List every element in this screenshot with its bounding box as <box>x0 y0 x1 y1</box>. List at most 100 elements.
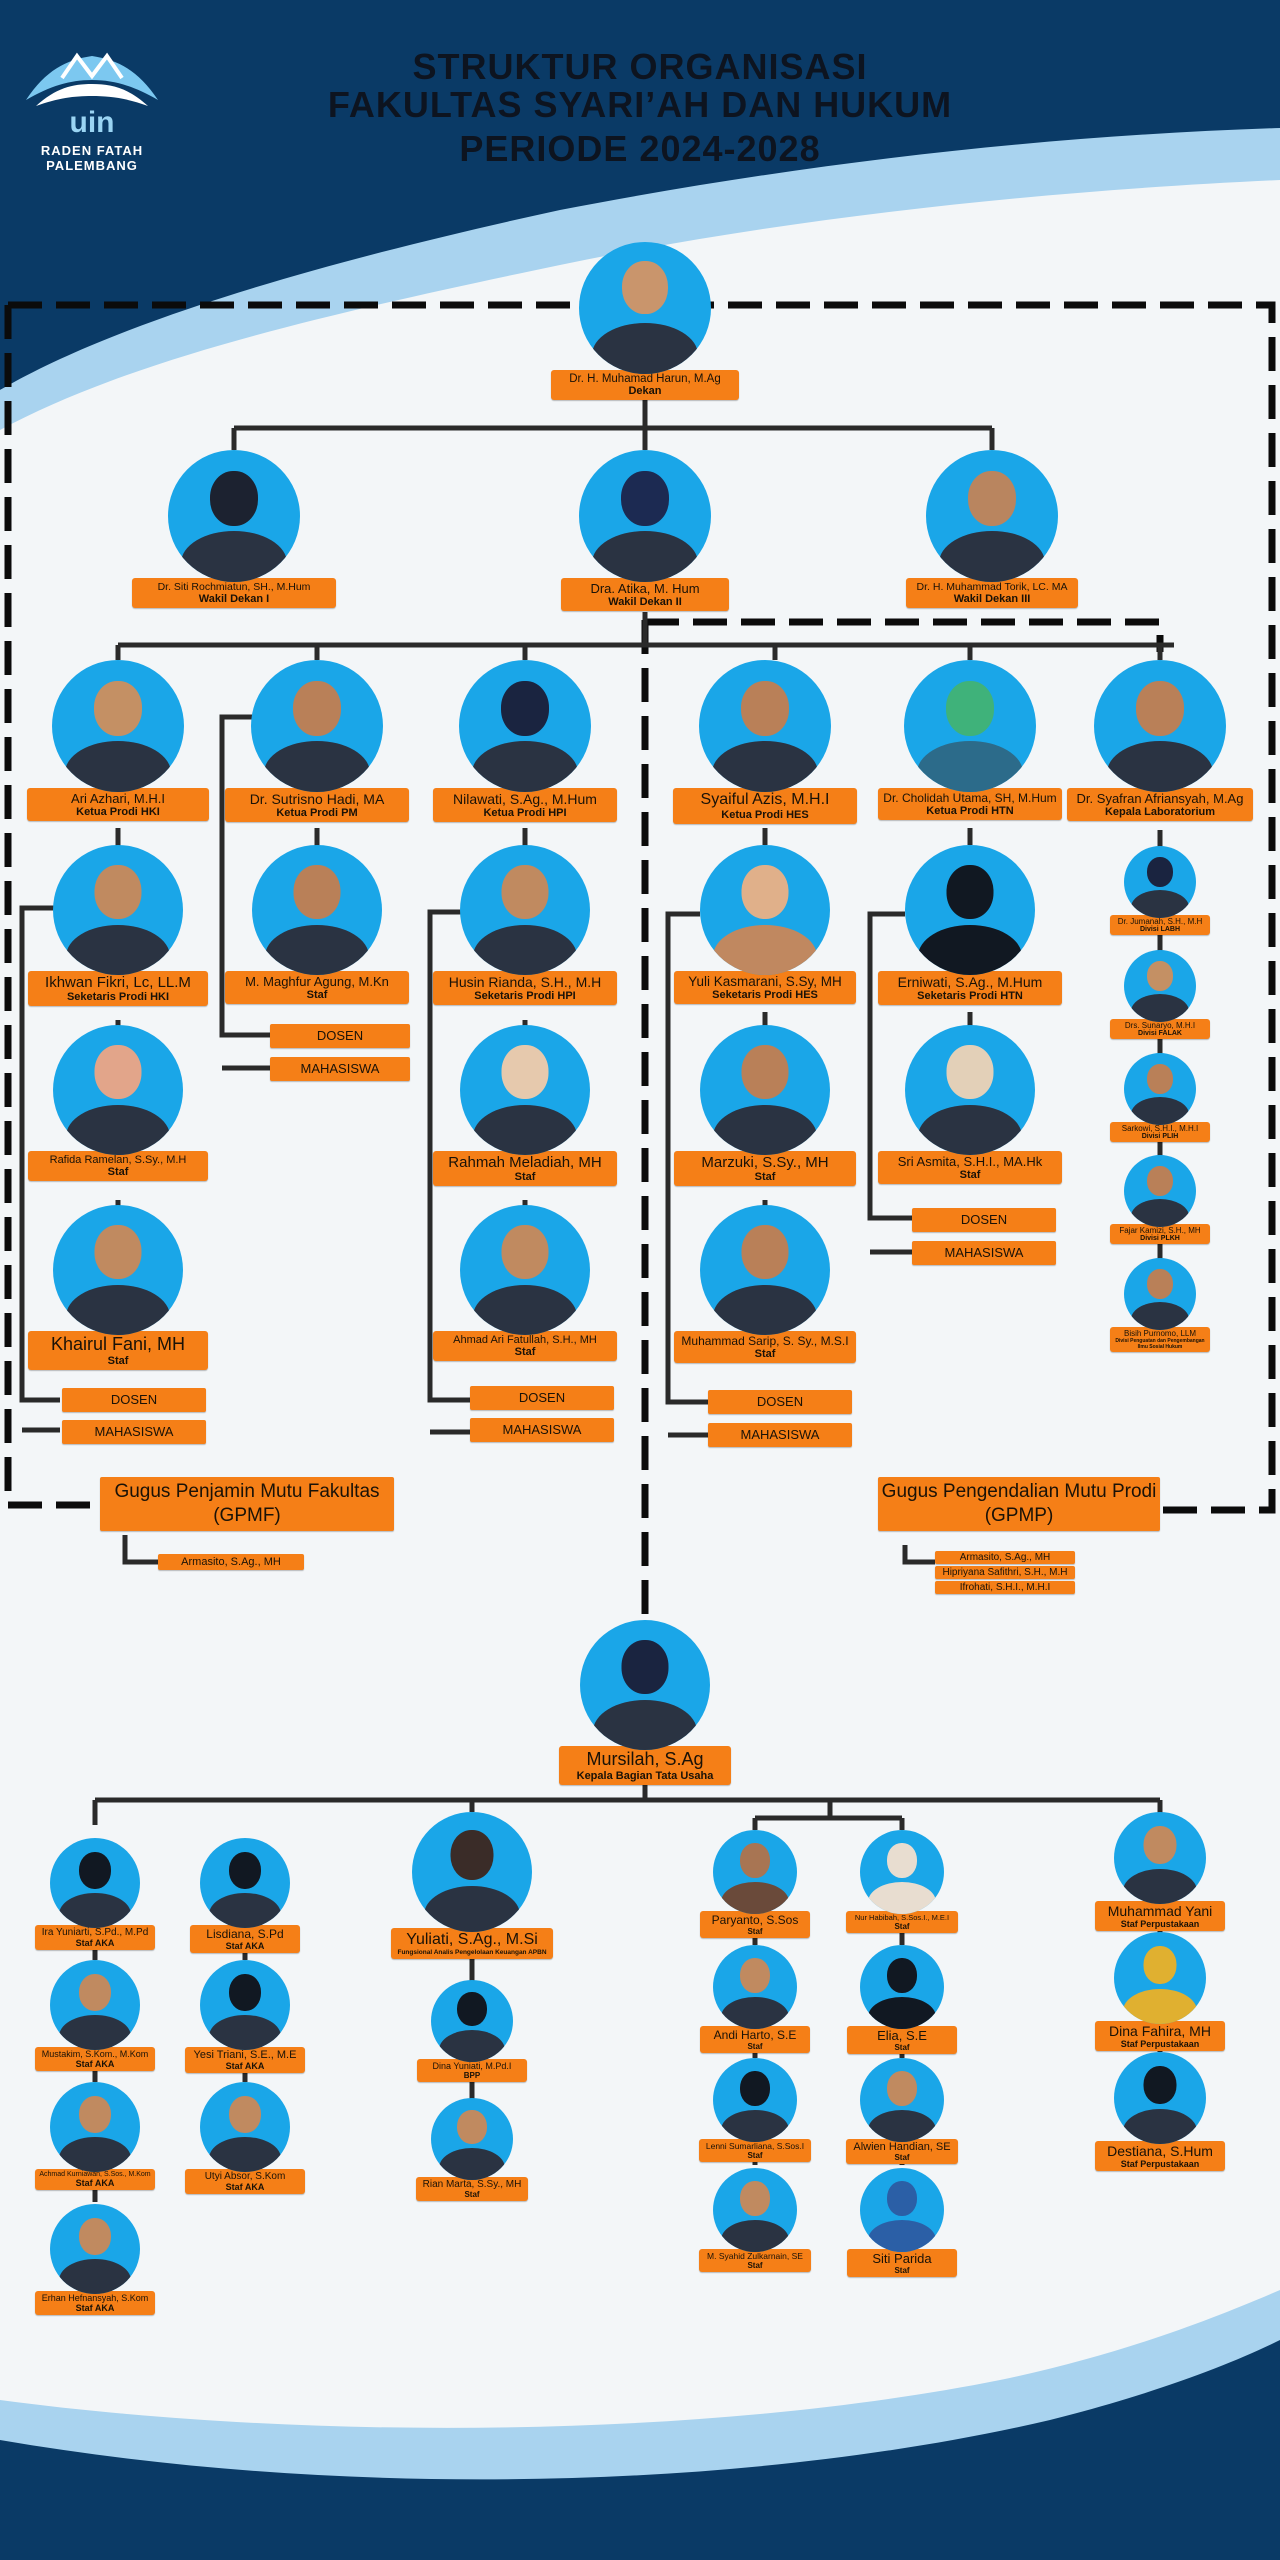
photo-perpus-2 <box>1114 1932 1206 2024</box>
role-hpi-staf-2: Staf <box>514 1346 536 1358</box>
role-hes-staf-2: Staf <box>754 1348 776 1360</box>
photo-aka-r2 <box>200 1960 290 2050</box>
photo-lab-1 <box>1124 846 1196 918</box>
name-head-hpi: Nilawati, S.Ag., M.Hum <box>453 791 597 807</box>
role-wd1: Wakil Dekan I <box>198 593 270 605</box>
photo-wd3 <box>926 450 1058 582</box>
photo-aka-r3 <box>200 2082 290 2172</box>
photo-head-hki <box>52 660 184 792</box>
role-pm-staf: Staf <box>306 989 328 1001</box>
name-hki-staf-1: Rafida Ramelan, S.Sy., M.H <box>49 1154 187 1166</box>
photo-umum-l1 <box>713 1830 797 1914</box>
photo-hes-sekretaris <box>700 845 830 975</box>
role-lab-4: Divisi PLKH <box>1140 1235 1180 1242</box>
role-htn-sekretaris: Seketaris Prodi HTN <box>917 990 1023 1002</box>
photo-hki-staf-1 <box>53 1025 183 1155</box>
name-keu-1: Yuliati, S.Ag., M.Si <box>406 1931 538 1948</box>
photo-hki-staf-2 <box>53 1205 183 1335</box>
name-kabag: Mursilah, S.Ag <box>586 1749 704 1769</box>
role-umum-r2: Staf <box>894 2043 910 2052</box>
name-pm-staf: M. Maghfur Agung, M.Kn <box>245 974 389 989</box>
name-wd3: Dr. H. Muhammad Torik, LC. MA <box>916 581 1068 593</box>
photo-hpi-sekretaris <box>460 845 590 975</box>
name-hki-staf-2: Khairul Fani, MH <box>50 1334 186 1354</box>
name-hpi-staf-1: Rahmah Meladiah, MH <box>448 1154 602 1171</box>
photo-keu-2 <box>431 1980 513 2062</box>
name-umum-r4: Siti Parida <box>872 2251 932 2266</box>
gpmp-member-1: Armasito, S.Ag., MH <box>935 1551 1075 1564</box>
gpmp-member-2: Hipriyana Safithri, S.H., M.H <box>935 1566 1075 1579</box>
name-aka-l4: Erhan Hefnansyah, S.Kom <box>41 2293 149 2303</box>
role-lab-1: Divisi LABH <box>1139 926 1181 933</box>
photo-lab-4 <box>1124 1155 1196 1227</box>
photo-lab-3 <box>1124 1053 1196 1125</box>
role-lab-2: Divisi FALAK <box>1138 1030 1182 1037</box>
name-lab-3: Sarkowi, S.H.I., M.H.I <box>1121 1124 1199 1133</box>
photo-head-hpi <box>459 660 591 792</box>
role-htn-staf-1: Staf <box>959 1169 981 1181</box>
university-logo: uin RADEN FATAH PALEMBANG <box>22 48 162 173</box>
photo-aka-r1 <box>200 1838 290 1928</box>
name-aka-l1: Ira Yuniarti, S.Pd., M.Pd <box>41 1927 149 1938</box>
photo-umum-l2 <box>713 1945 797 2029</box>
photo-head-htn <box>904 660 1036 792</box>
role-aka-l4: Staf AKA <box>75 2303 115 2313</box>
name-umum-l3: Lenni Sumarliana, S.Sos.I <box>705 2141 805 2151</box>
photo-umum-l3 <box>713 2058 797 2142</box>
role-hpi-staf-1: Staf <box>514 1171 536 1183</box>
photo-aka-l3 <box>50 2082 140 2172</box>
hki-dosen-box: DOSEN <box>62 1388 206 1412</box>
name-aka-l2: Mustakim, S.Kom., M.Kom <box>41 2049 149 2059</box>
name-umum-r1: Nur Habibah, S.Sos.I., M.E.I <box>854 1913 950 1922</box>
role-aka-l2: Staf AKA <box>75 2059 115 2069</box>
name-lab-4: Fajar Kamizi, S.H., MH <box>1119 1226 1201 1235</box>
photo-htn-sekretaris <box>905 845 1035 975</box>
photo-hes-staf-2 <box>700 1205 830 1335</box>
role-dean: Dekan <box>628 385 662 397</box>
photo-aka-l4 <box>50 2204 140 2294</box>
role-keu-2: BPP <box>463 2071 481 2080</box>
